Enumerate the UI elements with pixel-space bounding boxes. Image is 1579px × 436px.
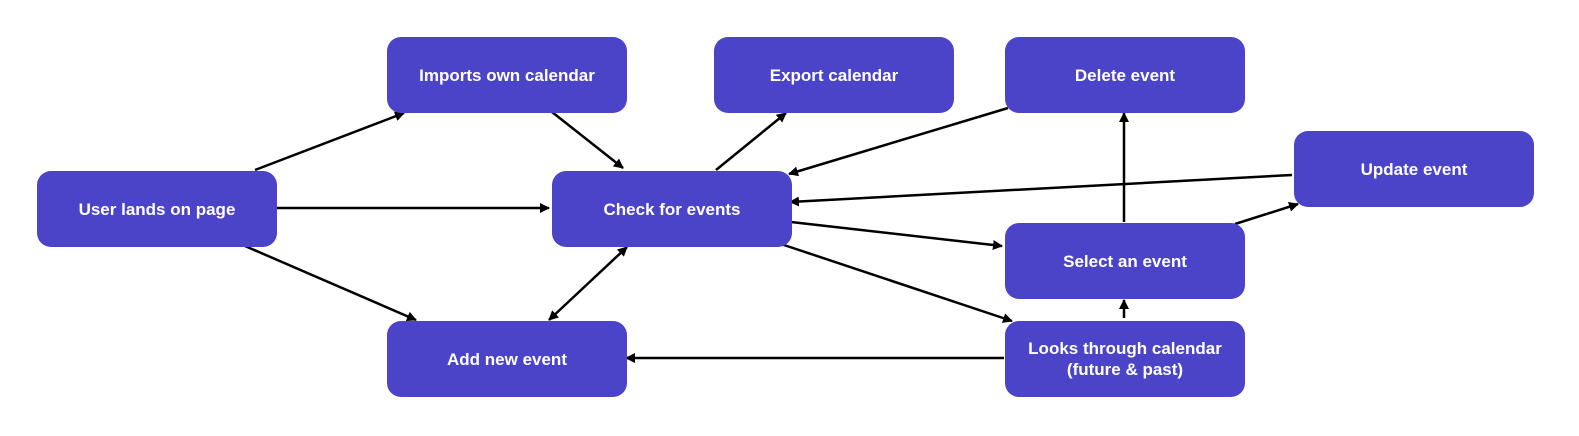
node-update-event[interactable]: Update event: [1294, 131, 1534, 207]
edge-check-to-add: [548, 246, 628, 321]
node-user-lands-on-page[interactable]: User lands on page: [37, 171, 277, 247]
edge-check-to-select: [790, 220, 1003, 250]
edge-delete-to-check: [788, 106, 1009, 177]
edge-user-lands-to-imports: [254, 111, 405, 172]
node-export-calendar[interactable]: Export calendar: [714, 37, 954, 113]
edge-user-lands-to-add: [244, 244, 417, 322]
node-delete-event[interactable]: Delete event: [1005, 37, 1245, 113]
edge-check-to-export: [715, 112, 787, 171]
edge-select-to-update: [1234, 201, 1299, 226]
edge-imports-to-check: [551, 111, 624, 169]
node-check-for-events[interactable]: Check for events: [552, 171, 792, 247]
node-add-new-event[interactable]: Add new event: [387, 321, 627, 397]
edge-group: [244, 106, 1299, 363]
edge-update-to-check: [789, 173, 1293, 207]
edge-check-to-looks: [780, 242, 1013, 323]
node-looks-through-calendar[interactable]: Looks through calendar (future & past): [1005, 321, 1245, 397]
node-imports-own-calendar[interactable]: Imports own calendar: [387, 37, 627, 113]
node-select-an-event[interactable]: Select an event: [1005, 223, 1245, 299]
